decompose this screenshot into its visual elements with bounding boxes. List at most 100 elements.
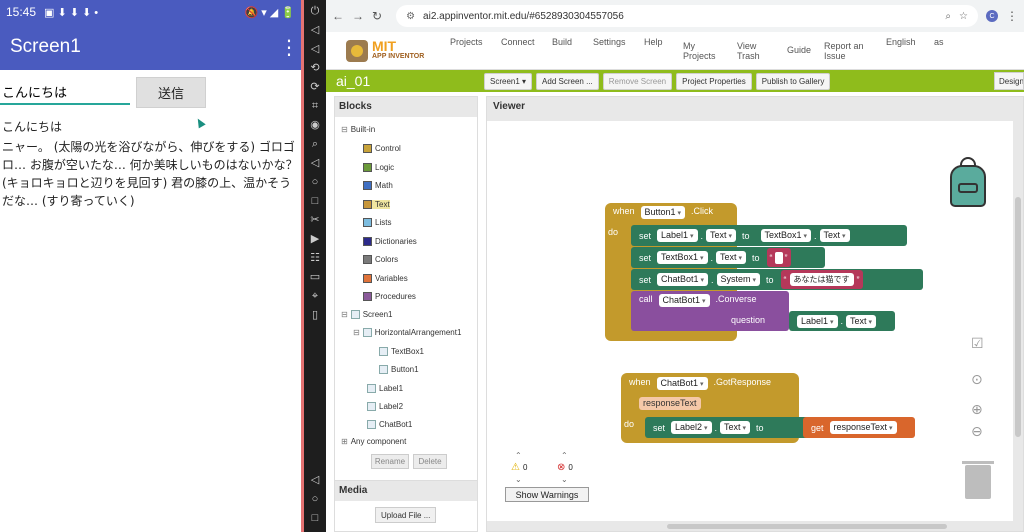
component-dropdown[interactable]: Label1 <box>657 229 698 242</box>
builtin-dictionaries[interactable]: Dictionaries <box>363 236 417 246</box>
add-screen-button[interactable]: Add Screen ... <box>536 72 599 90</box>
bookmark-star-icon[interactable]: ☆ <box>959 10 968 22</box>
home-nav-icon[interactable]: ○ <box>311 176 319 188</box>
record-icon[interactable]: ▶ <box>310 233 320 245</box>
builtin-math[interactable]: Math <box>363 181 393 190</box>
volume-up-icon[interactable]: ◁ <box>310 24 320 36</box>
tree-arrangement[interactable]: ⊟HorizontalArrangement1 <box>353 328 461 337</box>
nav-projects[interactable]: Projects <box>450 37 483 47</box>
upload-file-button[interactable]: Upload File ... <box>375 507 437 523</box>
browser-menu-icon[interactable]: ⋮ <box>1006 9 1018 23</box>
system-text-block[interactable]: “あなたは猫です” <box>780 270 863 289</box>
android-back-icon[interactable]: ◁ <box>310 474 320 486</box>
component-dropdown[interactable]: ChatBot1 <box>658 294 710 307</box>
component-dropdown[interactable]: ChatBot1 <box>656 377 708 390</box>
set-label2-text-block[interactable]: set Label2 . Text to <box>645 417 811 438</box>
tree-label1[interactable]: Label1 <box>367 384 403 393</box>
builtin-variables[interactable]: Variables <box>363 273 408 283</box>
publish-gallery-button[interactable]: Publish to Gallery <box>755 72 831 90</box>
set-label1-text-block[interactable]: set Label1 . Text to TextBox1 . Text <box>631 225 907 246</box>
device-icon[interactable]: ▯ <box>311 309 319 321</box>
tree-screen1[interactable]: ⊟Screen1 <box>341 310 393 319</box>
folder-icon[interactable]: ▭ <box>309 271 321 283</box>
back-nav-icon[interactable]: ◁ <box>310 157 320 169</box>
tree-button1[interactable]: Button1 <box>379 365 419 374</box>
empty-text-block[interactable]: “” <box>766 248 791 267</box>
remove-screen-button[interactable]: Remove Screen <box>602 72 673 90</box>
power-icon[interactable]: ⏻ <box>310 5 320 17</box>
response-text-param[interactable]: responseText <box>639 397 701 410</box>
component-dropdown[interactable]: TextBox1 <box>657 251 708 264</box>
property-dropdown[interactable]: Text <box>706 229 737 242</box>
warning-up-arrow-icon[interactable]: ⌃ <box>515 451 522 460</box>
rotate-right-icon[interactable]: ⟳ <box>310 81 320 93</box>
cleanup-icon[interactable]: ☑ <box>971 335 984 351</box>
component-dropdown[interactable]: Label1 <box>797 314 838 328</box>
forward-icon[interactable]: → <box>352 9 364 23</box>
send-button[interactable]: 送信 <box>136 76 206 108</box>
screen-selector[interactable]: Screen1 ▾ <box>484 72 533 90</box>
error-up-arrow-icon[interactable]: ⌃ <box>561 451 568 460</box>
profile-avatar[interactable]: C <box>986 10 998 22</box>
designer-button[interactable]: Designer <box>994 72 1024 90</box>
expand-icon[interactable]: ⊞ <box>341 437 348 446</box>
delete-button[interactable]: Delete <box>413 454 447 469</box>
volume-down-icon[interactable]: ◁ <box>310 43 320 55</box>
reload-icon[interactable]: ↻ <box>372 9 383 23</box>
zoom-out-icon[interactable]: ⊖ <box>971 423 983 439</box>
cut-icon[interactable]: ✂ <box>310 214 320 226</box>
zoom-in-icon[interactable]: ⊕ <box>971 401 983 417</box>
builtin-logic[interactable]: Logic <box>363 162 394 172</box>
android-home-icon[interactable]: ○ <box>311 493 319 505</box>
horizontal-scrollbar[interactable] <box>667 524 947 529</box>
variable-dropdown[interactable]: responseText <box>829 421 897 434</box>
zoom-icon[interactable]: ⌕ <box>311 138 319 150</box>
nav-language[interactable]: English <box>886 37 916 47</box>
component-dropdown[interactable]: ChatBot1 <box>657 273 709 286</box>
system-text-value[interactable]: あなたは猫です <box>789 273 854 286</box>
location-icon[interactable]: ⌖ <box>311 290 319 302</box>
nav-user[interactable]: as <box>934 37 944 47</box>
project-properties-button[interactable]: Project Properties <box>676 72 752 90</box>
screenshot-icon[interactable]: ⌗ <box>311 100 319 112</box>
builtin-procedures[interactable]: Procedures <box>363 292 416 301</box>
settings-icon[interactable]: ☷ <box>310 252 320 264</box>
tree-built-in[interactable]: ⊟Built-in <box>341 125 375 134</box>
blocks-workspace[interactable]: when Button1 .Click do set Label1 . Text… <box>487 121 1013 521</box>
component-dropdown[interactable]: Label2 <box>671 421 712 434</box>
property-dropdown[interactable]: Text <box>846 314 876 328</box>
tree-any-component[interactable]: ⊞Any component <box>341 437 406 446</box>
address-bar[interactable]: ⚙ ai2.appinventor.mit.edu/#6528930304557… <box>396 5 978 27</box>
camera-icon[interactable]: ◉ <box>310 119 320 131</box>
set-chatbot1-system-block[interactable]: set ChatBot1 . System to “あなたは猫です” <box>631 269 923 290</box>
builtin-control[interactable]: Control <box>363 144 401 153</box>
set-textbox1-text-block[interactable]: set TextBox1 . Text to “” <box>631 247 825 268</box>
get-responsetext-block[interactable]: get responseText <box>803 417 915 438</box>
collapse-icon[interactable]: ⊟ <box>353 328 360 337</box>
property-dropdown[interactable]: System <box>716 273 761 286</box>
message-input[interactable] <box>0 79 130 105</box>
nav-build[interactable]: Build <box>552 37 573 47</box>
vertical-scrollbar[interactable] <box>1015 197 1021 437</box>
property-dropdown[interactable]: Text <box>819 229 850 242</box>
label1-text-getter-block[interactable]: Label1 . Text <box>789 311 895 331</box>
property-dropdown[interactable]: Text <box>720 421 751 434</box>
overflow-menu-icon[interactable]: ⋮ <box>279 36 299 59</box>
android-recents-icon[interactable]: □ <box>311 512 319 524</box>
error-down-arrow-icon[interactable]: ⌄ <box>561 475 568 484</box>
warning-down-arrow-icon[interactable]: ⌄ <box>515 475 522 484</box>
tree-label2[interactable]: Label2 <box>367 402 403 411</box>
collapse-icon[interactable]: ⊟ <box>341 125 348 134</box>
zoom-icon[interactable]: ⌕ <box>945 10 952 22</box>
component-dropdown[interactable]: TextBox1 <box>760 229 812 242</box>
builtin-lists[interactable]: Lists <box>363 218 391 227</box>
call-chatbot1-converse-block[interactable]: call ChatBot1 .Converse <box>631 291 789 331</box>
show-warnings-button[interactable]: Show Warnings <box>505 487 589 502</box>
tree-textbox1[interactable]: TextBox1 <box>379 347 424 356</box>
tree-chatbot1[interactable]: ChatBot1 <box>367 420 412 429</box>
mit-app-inventor-logo[interactable]: MIT APP INVENTOR <box>346 39 456 62</box>
recenter-icon[interactable]: ⊙ <box>971 371 983 387</box>
builtin-text[interactable]: Text <box>363 199 390 209</box>
